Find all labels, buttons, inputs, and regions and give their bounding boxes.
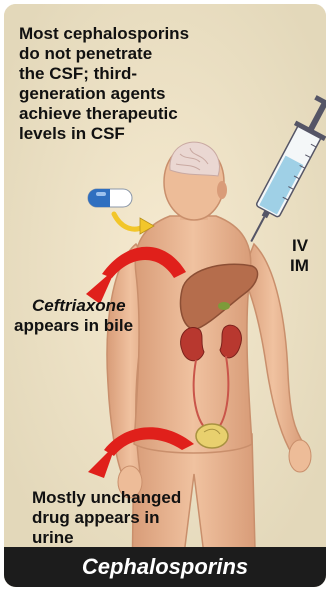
csf-penetration-note: Most cephalosporins do not penetrate the… <box>19 24 249 144</box>
iv-route-label: IV <box>292 236 308 256</box>
footer-title: Cephalosporins <box>4 547 326 587</box>
bladder-icon <box>196 424 228 448</box>
bile-excretion-note: appears in bile <box>14 316 133 336</box>
urine-excretion-note: Mostly unchanged drug appears in urine <box>32 488 232 548</box>
bile-drug-name: Ceftriaxone <box>32 296 126 316</box>
diagram-card: Most cephalosporins do not penetrate the… <box>4 4 326 587</box>
im-route-label: IM <box>290 256 309 276</box>
capsule-icon <box>88 189 132 207</box>
